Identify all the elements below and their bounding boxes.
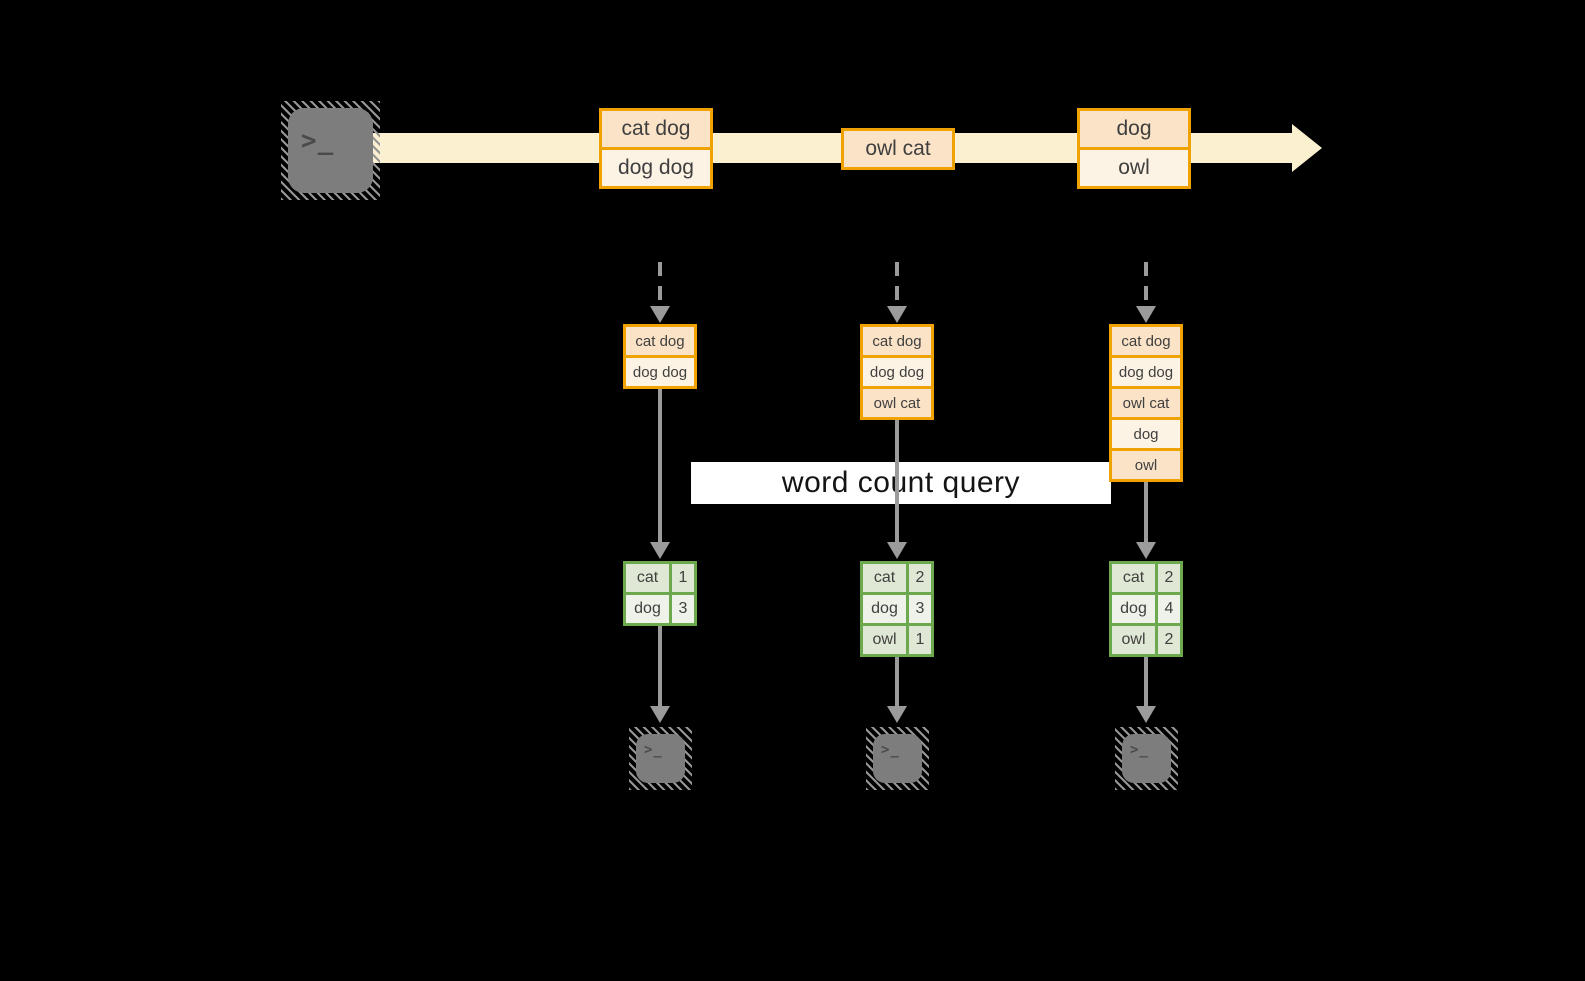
table-row: dog 3 bbox=[863, 595, 931, 623]
terminal-screen: >_ bbox=[1122, 734, 1171, 783]
dashed-arrow-line bbox=[658, 262, 662, 306]
input-line: dog dog bbox=[1112, 358, 1180, 386]
terminal-prompt-glyph: >_ bbox=[1130, 742, 1149, 758]
count-cell: 2 bbox=[909, 564, 931, 592]
word-cell: owl bbox=[1112, 626, 1155, 654]
count-cell: 1 bbox=[672, 564, 694, 592]
source-terminal-icon: >_ bbox=[281, 101, 380, 200]
query-label: word count query bbox=[781, 466, 1021, 499]
stream-batch-3: dog owl bbox=[1077, 108, 1191, 189]
down-arrow-icon bbox=[650, 706, 670, 723]
sink-terminal-icon: >_ bbox=[1115, 727, 1178, 790]
terminal-screen: >_ bbox=[288, 108, 373, 193]
stream-arrowhead-icon bbox=[1292, 124, 1322, 172]
word-cell: cat bbox=[863, 564, 906, 592]
input-table-2: cat dog dog dog owl cat bbox=[860, 324, 934, 420]
sink-terminal-icon: >_ bbox=[866, 727, 929, 790]
word-cell: dog bbox=[626, 595, 669, 623]
table-row: owl 1 bbox=[863, 626, 931, 654]
input-line: dog dog bbox=[626, 358, 694, 386]
terminal-screen: >_ bbox=[873, 734, 922, 783]
word-cell: dog bbox=[1112, 595, 1155, 623]
terminal-prompt-glyph: >_ bbox=[881, 742, 900, 758]
arrow-line bbox=[1144, 657, 1148, 708]
query-label-box: word count query bbox=[691, 462, 1111, 504]
input-line: owl cat bbox=[1112, 389, 1180, 417]
input-line: cat dog bbox=[626, 327, 694, 355]
input-line: owl bbox=[1112, 451, 1180, 479]
word-cell: dog bbox=[863, 595, 906, 623]
input-line: dog bbox=[1112, 420, 1180, 448]
table-row: cat 1 bbox=[626, 564, 694, 592]
counts-table-3: cat 2 dog 4 owl 2 bbox=[1109, 561, 1183, 657]
count-cell: 4 bbox=[1158, 595, 1180, 623]
down-arrow-icon bbox=[1136, 542, 1156, 559]
counts-table-1: cat 1 dog 3 bbox=[623, 561, 697, 626]
input-table-3: cat dog dog dog owl cat dog owl bbox=[1109, 324, 1183, 482]
batch-line: dog bbox=[1080, 111, 1188, 147]
batch-line: owl cat bbox=[844, 131, 952, 167]
arrow-line bbox=[1144, 482, 1148, 544]
input-line: dog dog bbox=[863, 358, 931, 386]
counts-table-2: cat 2 dog 3 owl 1 bbox=[860, 561, 934, 657]
arrow-line bbox=[895, 420, 899, 544]
word-cell: owl bbox=[863, 626, 906, 654]
down-arrow-icon bbox=[650, 306, 670, 323]
down-arrow-icon bbox=[887, 706, 907, 723]
count-cell: 3 bbox=[909, 595, 931, 623]
terminal-prompt-glyph: >_ bbox=[301, 126, 335, 156]
stream-batch-2: owl cat bbox=[841, 128, 955, 170]
down-arrow-icon bbox=[1136, 306, 1156, 323]
input-table-1: cat dog dog dog bbox=[623, 324, 697, 389]
terminal-prompt-glyph: >_ bbox=[644, 742, 663, 758]
stream-batch-1: cat dog dog dog bbox=[599, 108, 713, 189]
down-arrow-icon bbox=[887, 306, 907, 323]
down-arrow-icon bbox=[1136, 706, 1156, 723]
input-line: cat dog bbox=[863, 327, 931, 355]
arrow-line bbox=[658, 389, 662, 544]
count-cell: 3 bbox=[672, 595, 694, 623]
word-cell: cat bbox=[626, 564, 669, 592]
batch-line: owl bbox=[1080, 150, 1188, 186]
dashed-arrow-line bbox=[895, 262, 899, 306]
down-arrow-icon bbox=[887, 542, 907, 559]
word-cell: cat bbox=[1112, 564, 1155, 592]
table-row: cat 2 bbox=[863, 564, 931, 592]
table-row: dog 3 bbox=[626, 595, 694, 623]
dashed-arrow-line bbox=[1144, 262, 1148, 306]
batch-line: cat dog bbox=[602, 111, 710, 147]
table-row: cat 2 bbox=[1112, 564, 1180, 592]
input-line: cat dog bbox=[1112, 327, 1180, 355]
arrow-line bbox=[658, 626, 662, 708]
count-cell: 2 bbox=[1158, 564, 1180, 592]
arrow-line bbox=[895, 657, 899, 708]
table-row: owl 2 bbox=[1112, 626, 1180, 654]
count-cell: 2 bbox=[1158, 626, 1180, 654]
input-line: owl cat bbox=[863, 389, 931, 417]
batch-line: dog dog bbox=[602, 150, 710, 186]
terminal-screen: >_ bbox=[636, 734, 685, 783]
count-cell: 1 bbox=[909, 626, 931, 654]
down-arrow-icon bbox=[650, 542, 670, 559]
table-row: dog 4 bbox=[1112, 595, 1180, 623]
sink-terminal-icon: >_ bbox=[629, 727, 692, 790]
